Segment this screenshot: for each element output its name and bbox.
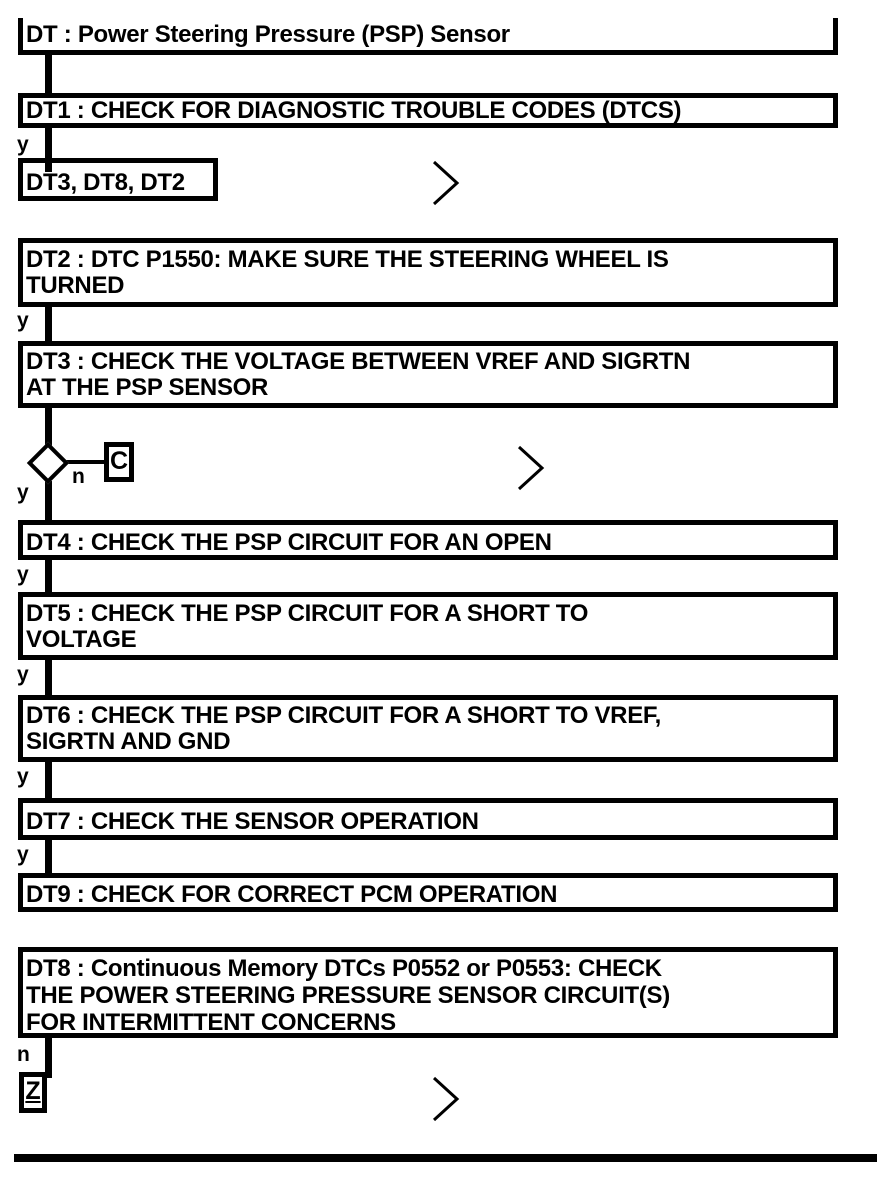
node-dt6: DT6 : CHECK THE PSP CIRCUIT FOR A SHORT …	[18, 695, 838, 762]
offpage-connector-z: Z	[19, 1072, 47, 1113]
connector-line	[45, 660, 52, 695]
yes-label: y	[17, 309, 29, 332]
connector-line	[45, 762, 52, 798]
offpage-connector-z-label: Z	[25, 1077, 41, 1105]
yes-label: y	[17, 481, 29, 504]
connector-line	[45, 307, 52, 341]
node-dt7: DT7 : CHECK THE SENSOR OPERATION	[18, 798, 838, 840]
offpage-connector-c-label: C	[109, 447, 129, 475]
continue-chevron-icon	[517, 445, 545, 491]
node-dt4: DT4 : CHECK THE PSP CIRCUIT FOR AN OPEN	[18, 520, 838, 560]
connector-line	[64, 460, 106, 464]
connector-line	[45, 840, 52, 873]
node-dt3: DT3 : CHECK THE VOLTAGE BETWEEN VREF AND…	[18, 341, 838, 408]
connector-line	[45, 1038, 52, 1078]
no-label: n	[17, 1043, 30, 1066]
yes-label: y	[17, 843, 29, 866]
connector-line	[45, 560, 52, 592]
continue-chevron-icon	[432, 160, 460, 206]
yes-label: y	[17, 663, 29, 686]
decision-diamond	[26, 441, 70, 485]
connector-line	[45, 481, 52, 520]
node-dt9: DT9 : CHECK FOR CORRECT PCM OPERATION	[18, 873, 838, 912]
connector-line	[45, 128, 52, 172]
page-divider	[14, 1154, 877, 1162]
node-dt1-result: DT3, DT8, DT2	[18, 158, 218, 201]
node-dt2: DT2 : DTC P1550: MAKE SURE THE STEERING …	[18, 238, 838, 307]
node-dt1: DT1 : CHECK FOR DIAGNOSTIC TROUBLE CODES…	[18, 93, 838, 128]
yes-label: y	[17, 765, 29, 788]
yes-label: y	[17, 133, 29, 156]
connector-line	[45, 408, 52, 446]
node-dt5: DT5 : CHECK THE PSP CIRCUIT FOR A SHORT …	[18, 592, 838, 660]
connector-line	[45, 55, 52, 93]
continue-chevron-icon	[432, 1076, 460, 1122]
offpage-connector-c: C	[104, 442, 134, 482]
no-label: n	[72, 465, 85, 488]
node-dt-title: DT : Power Steering Pressure (PSP) Senso…	[18, 18, 838, 55]
node-dt8: DT8 : Continuous Memory DTCs P0552 or P0…	[18, 947, 838, 1038]
yes-label: y	[17, 563, 29, 586]
